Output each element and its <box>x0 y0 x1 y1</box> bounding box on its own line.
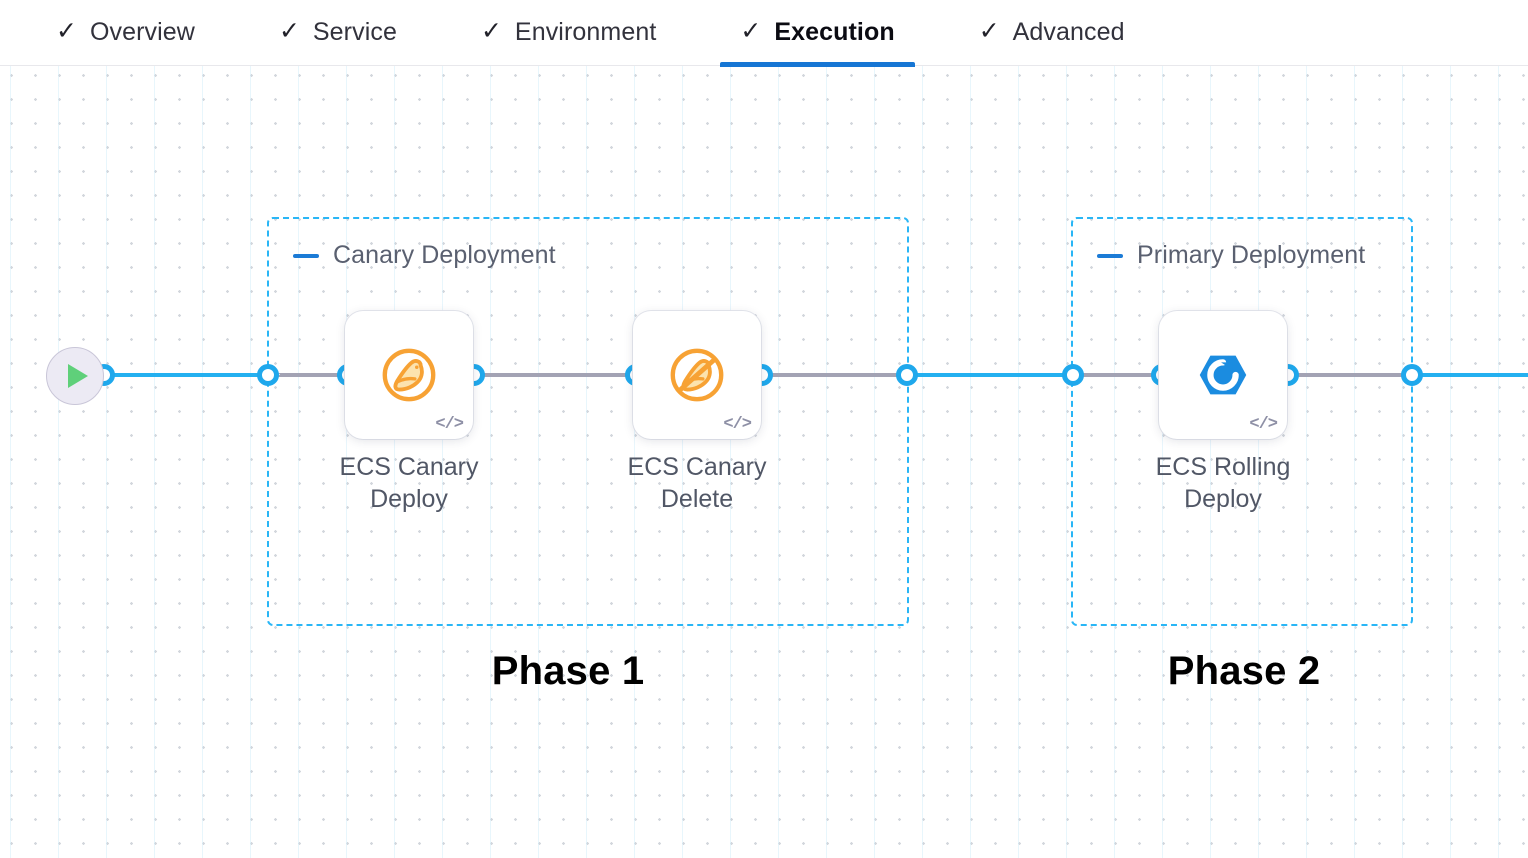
connector-start-to-canary-group <box>100 373 272 377</box>
check-icon: ✓ <box>278 17 300 45</box>
tab-label: Overview <box>89 18 195 46</box>
port-primary-group-output[interactable] <box>1401 364 1423 386</box>
tab-label: Execution <box>774 18 895 46</box>
check-icon: ✓ <box>978 17 1000 45</box>
tab-environment[interactable]: ✓ Environment <box>461 0 676 66</box>
tab-overview[interactable]: ✓ Overview <box>36 0 215 66</box>
group-header: Primary Deployment <box>1097 241 1365 270</box>
step-node-ecs-canary-delete[interactable]: </> <box>633 311 761 439</box>
minus-icon[interactable] <box>293 253 319 258</box>
pipeline-canvas[interactable]: Canary Deployment Primary Deployment <box>0 66 1528 858</box>
stage-group-canary-deployment[interactable]: Canary Deployment <box>267 217 909 626</box>
check-icon: ✓ <box>56 17 77 45</box>
play-icon <box>68 364 88 388</box>
canary-bird-icon <box>382 348 436 402</box>
group-title: Canary Deployment <box>333 241 556 269</box>
group-title: Primary Deployment <box>1137 241 1366 269</box>
tab-advanced[interactable]: ✓ Advanced <box>959 0 1145 66</box>
code-icon[interactable]: </> <box>723 415 752 434</box>
connector-canary-group-to-primary-group <box>903 373 1077 377</box>
tab-label: Advanced <box>1012 18 1125 46</box>
pipeline-tab-bar: ✓ Overview ✓ Service ✓ Environment ✓ Exe… <box>0 0 1528 67</box>
port-canary-group-output[interactable] <box>896 364 918 386</box>
port-primary-group-input[interactable] <box>1062 364 1084 386</box>
group-header: Canary Deployment <box>293 241 556 270</box>
annotation-phase-1: Phase 1 <box>491 649 645 693</box>
step-node-ecs-rolling-deploy[interactable]: </> <box>1159 311 1287 439</box>
tab-execution[interactable]: ✓ Execution <box>720 0 916 67</box>
port-canary-group-input[interactable] <box>257 364 279 386</box>
pipeline-start-node[interactable] <box>46 347 104 405</box>
minus-icon[interactable] <box>1097 253 1123 258</box>
stage-group-primary-deployment[interactable]: Primary Deployment <box>1071 217 1413 626</box>
ecs-rolling-icon <box>1199 355 1247 395</box>
connector-primary-group-to-next <box>1410 373 1528 377</box>
check-icon: ✓ <box>480 17 502 45</box>
step-node-ecs-canary-deploy[interactable]: </> <box>345 311 473 439</box>
annotation-phase-2: Phase 2 <box>1167 649 1321 693</box>
code-icon[interactable]: </> <box>435 415 464 434</box>
tab-label: Service <box>312 18 397 46</box>
canary-bird-delete-icon <box>670 348 724 402</box>
code-icon[interactable]: </> <box>1249 415 1278 434</box>
tab-service[interactable]: ✓ Service <box>259 0 417 66</box>
check-icon: ✓ <box>740 17 762 45</box>
tab-label: Environment <box>514 18 657 46</box>
